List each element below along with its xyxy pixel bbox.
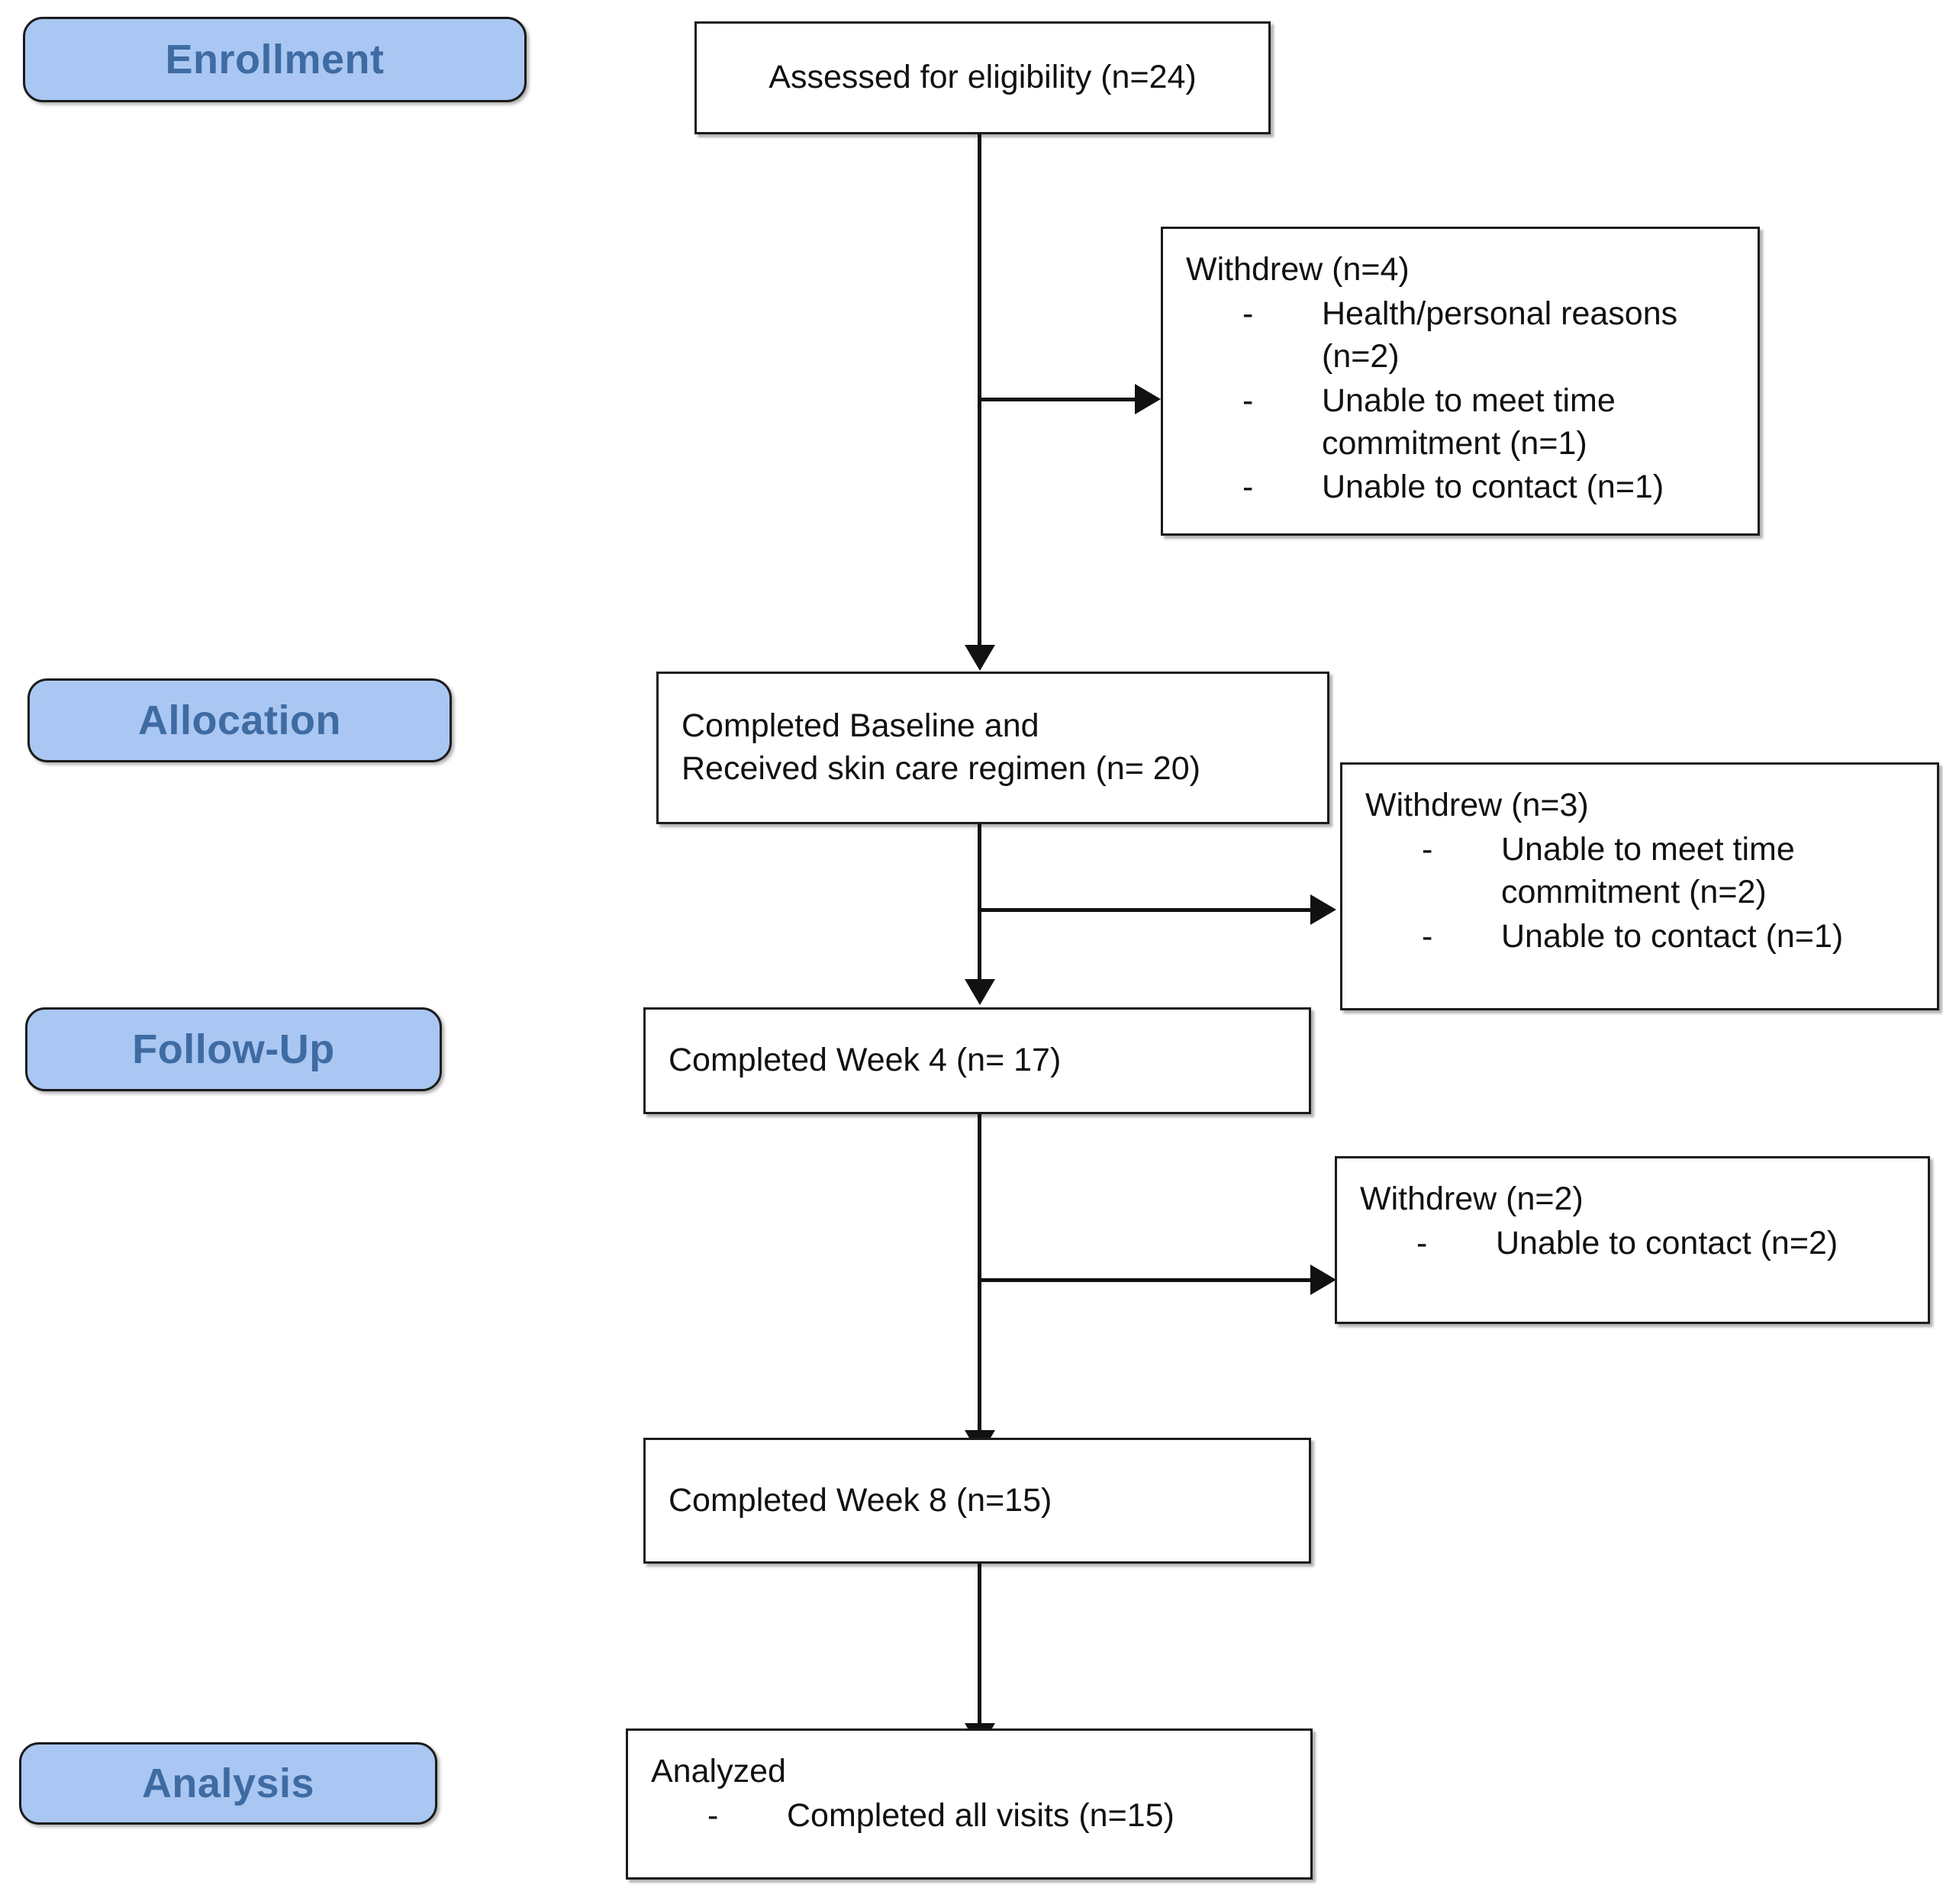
list-item: - Unable to contact (n=1) (1186, 466, 1735, 509)
assessed-text: Assessed for eligibility (n=24) (768, 59, 1197, 96)
baseline-text-line1: Completed Baseline and (682, 707, 1039, 745)
stage-label-enrollment-text: Enrollment (165, 37, 385, 82)
connector-assessed-to-baseline (978, 134, 981, 650)
list-item: - Health/personal reasons (n=2) (1186, 293, 1735, 379)
connector-assessed-to-withdrew1 (978, 398, 1138, 401)
bullet-dash: - (1242, 382, 1254, 419)
bullet-dash: - (1242, 469, 1254, 506)
withdrew3-reason-0: Unable to contact (n=2) (1496, 1224, 1838, 1261)
stage-label-follow-up-text: Follow-Up (132, 1026, 335, 1072)
arrowhead-assessed-to-baseline (965, 645, 995, 671)
withdrew3-reason-list: - Unable to contact (n=2) (1360, 1223, 1905, 1265)
analyzed-list: - Completed all visits (n=15) (651, 1795, 1287, 1838)
list-item: - Unable to meet time commitment (n=2) (1365, 829, 1914, 914)
list-item: - Unable to contact (n=2) (1360, 1223, 1905, 1265)
arrowhead-week4-to-withdrew3 (1310, 1265, 1336, 1295)
arrowhead-baseline-to-week4 (965, 979, 995, 1005)
node-completed-week4: Completed Week 4 (n= 17) (643, 1007, 1311, 1114)
node-assessed-for-eligibility: Assessed for eligibility (n=24) (694, 21, 1271, 134)
stage-label-analysis: Analysis (19, 1742, 437, 1825)
stage-label-allocation: Allocation (27, 678, 452, 762)
week8-text: Completed Week 8 (n=15) (669, 1481, 1052, 1519)
node-withdrew-allocation: Withdrew (n=3) - Unable to meet time com… (1340, 762, 1939, 1010)
bullet-dash: - (1242, 295, 1254, 332)
withdrew2-heading: Withdrew (n=3) (1365, 787, 1589, 823)
connector-baseline-to-withdrew2 (978, 908, 1313, 912)
bullet-dash: - (1422, 830, 1433, 868)
node-analyzed: Analyzed - Completed all visits (n=15) (626, 1728, 1313, 1880)
analyzed-heading: Analyzed (651, 1753, 786, 1790)
withdrew1-reason-list: - Health/personal reasons (n=2) - Unable… (1186, 293, 1735, 509)
withdrew1-reason-0: Health/personal reasons (n=2) (1322, 295, 1678, 375)
connector-week4-to-week8 (978, 1114, 981, 1435)
stage-label-enrollment: Enrollment (23, 17, 527, 102)
list-item: - Unable to meet time commitment (n=1) (1186, 380, 1735, 466)
list-item: - Completed all visits (n=15) (651, 1795, 1287, 1838)
baseline-text-line2: Received skin care regimen (n= 20) (682, 750, 1200, 787)
node-completed-week8: Completed Week 8 (n=15) (643, 1438, 1311, 1564)
bullet-dash: - (1422, 917, 1433, 955)
node-completed-baseline: Completed Baseline and Received skin car… (656, 672, 1329, 824)
withdrew2-reason-list: - Unable to meet time commitment (n=2) -… (1365, 829, 1914, 958)
withdrew1-reason-2: Unable to contact (n=1) (1322, 469, 1664, 506)
withdrew1-reason-1: Unable to meet time commitment (n=1) (1322, 382, 1616, 462)
list-item: - Unable to contact (n=1) (1365, 916, 1914, 958)
arrowhead-baseline-to-withdrew2 (1310, 894, 1336, 925)
stage-label-allocation-text: Allocation (137, 697, 341, 743)
bullet-dash: - (707, 1796, 719, 1834)
bullet-dash: - (1416, 1224, 1428, 1261)
node-withdrew-followup: Withdrew (n=2) - Unable to contact (n=2) (1335, 1156, 1930, 1324)
week4-text: Completed Week 4 (n= 17) (669, 1042, 1062, 1079)
arrowhead-assessed-to-withdrew1 (1135, 384, 1161, 414)
stage-label-analysis-text: Analysis (141, 1761, 315, 1806)
withdrew2-reason-1: Unable to contact (n=1) (1501, 917, 1844, 955)
connector-baseline-to-week4 (978, 824, 981, 981)
withdrew1-heading: Withdrew (n=4) (1186, 251, 1410, 288)
withdrew3-heading: Withdrew (n=2) (1360, 1181, 1584, 1217)
withdrew2-reason-0: Unable to meet time commitment (n=2) (1501, 830, 1795, 910)
node-withdrew-enrollment: Withdrew (n=4) - Health/personal reasons… (1161, 227, 1760, 536)
connector-week8-to-analyzed (978, 1564, 981, 1730)
stage-label-follow-up: Follow-Up (25, 1007, 442, 1091)
connector-week4-to-withdrew3 (978, 1278, 1313, 1282)
analyzed-item-0: Completed all visits (n=15) (787, 1796, 1174, 1834)
